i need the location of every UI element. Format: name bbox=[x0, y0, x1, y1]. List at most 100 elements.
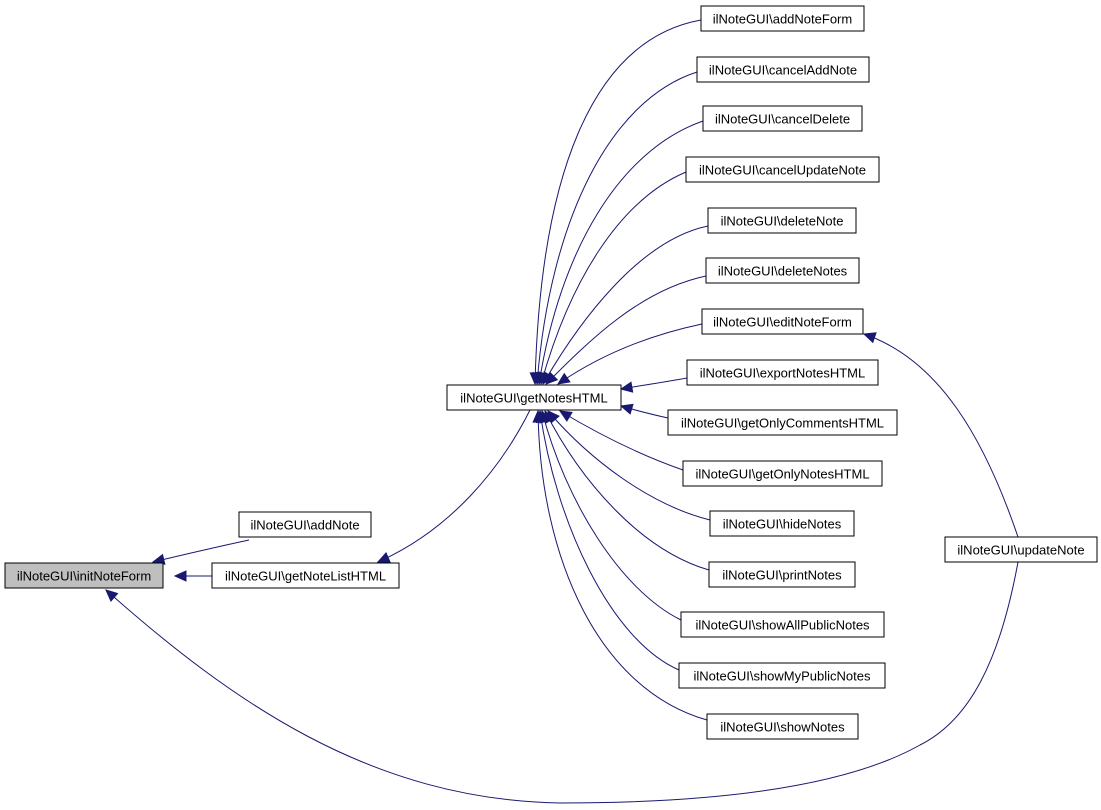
node-box bbox=[678, 662, 886, 689]
node-label: ilNoteGUI\hideNotes bbox=[723, 517, 842, 532]
node-label: ilNoteGUI\printNotes bbox=[722, 568, 842, 583]
node-box bbox=[682, 460, 883, 487]
arrowhead bbox=[557, 372, 571, 385]
node-label: ilNoteGUI\cancelDelete bbox=[715, 112, 850, 127]
node-label: ilNoteGUI\initNoteForm bbox=[17, 569, 151, 584]
node-box bbox=[708, 561, 856, 588]
node-label: ilNoteGUI\updateNote bbox=[957, 543, 1084, 558]
node-box bbox=[944, 536, 1098, 563]
node-exportNotesHTML[interactable]: ilNoteGUI\exportNotesHTML bbox=[686, 359, 879, 386]
arrowhead bbox=[105, 589, 119, 602]
edge-addNote-to-initNoteForm bbox=[151, 539, 250, 565]
edge-showAllPublicNotes-to-getNotesHTML bbox=[539, 409, 682, 621]
node-showNotes[interactable]: ilNoteGUI\showNotes bbox=[706, 713, 859, 740]
edge-line bbox=[537, 410, 708, 721]
edge-getNotesHTML-to-getNoteListHTML bbox=[376, 409, 531, 563]
node-box bbox=[211, 562, 400, 589]
edge-cancelDelete-to-getNotesHTML bbox=[535, 120, 704, 386]
arrowhead bbox=[173, 570, 187, 582]
arrowhead bbox=[862, 332, 877, 344]
edge-editNoteForm-to-getNotesHTML bbox=[557, 323, 703, 385]
node-box bbox=[709, 510, 855, 537]
edge-line bbox=[538, 120, 704, 385]
edge-line bbox=[534, 19, 702, 385]
node-label: ilNoteGUI\getNotesHTML bbox=[460, 391, 607, 406]
node-getNoteListHTML[interactable]: ilNoteGUI\getNoteListHTML bbox=[211, 562, 400, 589]
node-label: ilNoteGUI\cancelUpdateNote bbox=[699, 163, 866, 178]
edge-line bbox=[547, 410, 711, 521]
node-box bbox=[680, 611, 885, 638]
node-deleteNotes[interactable]: ilNoteGUI\deleteNotes bbox=[705, 257, 860, 284]
node-hideNotes[interactable]: ilNoteGUI\hideNotes bbox=[709, 510, 855, 537]
node-label: ilNoteGUI\showNotes bbox=[720, 720, 845, 735]
node-box bbox=[238, 511, 372, 538]
edge-line bbox=[105, 561, 1019, 804]
node-label: ilNoteGUI\getOnlyCommentsHTML bbox=[681, 416, 884, 431]
arrowhead bbox=[532, 409, 544, 423]
node-addNote[interactable]: ilNoteGUI\addNote bbox=[238, 511, 372, 538]
node-label: ilNoteGUI\cancelAddNote bbox=[709, 63, 857, 78]
arrowhead bbox=[545, 371, 559, 385]
node-getNotesHTML[interactable]: ilNoteGUI\getNotesHTML bbox=[446, 384, 622, 411]
edge-getOnlyNotesHTML-to-getNotesHTML bbox=[558, 410, 684, 471]
node-label: ilNoteGUI\addNoteForm bbox=[713, 12, 852, 27]
edge-deleteNote-to-getNotesHTML bbox=[542, 225, 709, 386]
edge-exportNotesHTML-to-getNotesHTML bbox=[619, 377, 688, 393]
edge-line bbox=[557, 323, 703, 385]
node-label: ilNoteGUI\getOnlyNotesHTML bbox=[695, 467, 869, 482]
node-box bbox=[700, 5, 865, 32]
node-box bbox=[685, 156, 880, 183]
node-label: ilNoteGUI\editNoteForm bbox=[713, 315, 852, 330]
node-printNotes[interactable]: ilNoteGUI\printNotes bbox=[708, 561, 856, 588]
node-cancelAddNote[interactable]: ilNoteGUI\cancelAddNote bbox=[696, 56, 870, 83]
edge-line bbox=[541, 410, 682, 621]
node-box bbox=[686, 359, 879, 386]
node-label: ilNoteGUI\addNote bbox=[250, 518, 359, 533]
node-editNoteForm[interactable]: ilNoteGUI\editNoteForm bbox=[701, 308, 864, 335]
node-cancelDelete[interactable]: ilNoteGUI\cancelDelete bbox=[702, 105, 863, 132]
node-label: ilNoteGUI\showAllPublicNotes bbox=[695, 618, 870, 633]
edge-getOnlyCommentsHTML-to-getNotesHTML bbox=[619, 403, 669, 419]
node-box bbox=[446, 384, 622, 411]
edge-updateNote-to-initNoteForm bbox=[105, 561, 1019, 804]
node-updateNote[interactable]: ilNoteGUI\updateNote bbox=[944, 536, 1098, 563]
node-box bbox=[696, 56, 870, 83]
edge-addNoteForm-to-getNotesHTML bbox=[529, 19, 702, 386]
node-cancelUpdateNote[interactable]: ilNoteGUI\cancelUpdateNote bbox=[685, 156, 880, 183]
node-initNoteForm[interactable]: ilNoteGUI\initNoteForm bbox=[4, 562, 164, 589]
node-box bbox=[705, 257, 860, 284]
node-box bbox=[4, 562, 164, 589]
edge-line bbox=[152, 539, 250, 563]
arrowhead bbox=[376, 552, 391, 563]
arrowhead bbox=[558, 410, 573, 422]
edge-line bbox=[377, 409, 531, 563]
edge-line bbox=[863, 333, 1019, 538]
edge-cancelUpdateNote-to-getNotesHTML bbox=[538, 171, 687, 386]
edges-layer bbox=[105, 19, 1019, 804]
node-box bbox=[701, 308, 864, 335]
node-deleteNote[interactable]: ilNoteGUI\deleteNote bbox=[707, 207, 857, 234]
node-getOnlyNotesHTML[interactable]: ilNoteGUI\getOnlyNotesHTML bbox=[682, 460, 883, 487]
node-label: ilNoteGUI\exportNotesHTML bbox=[700, 366, 865, 381]
edge-line bbox=[559, 410, 684, 471]
node-showAllPublicNotes[interactable]: ilNoteGUI\showAllPublicNotes bbox=[680, 611, 885, 638]
node-box bbox=[706, 713, 859, 740]
edge-line bbox=[539, 410, 680, 671]
edge-line bbox=[542, 225, 709, 385]
node-getOnlyCommentsHTML[interactable]: ilNoteGUI\getOnlyCommentsHTML bbox=[667, 409, 898, 436]
node-label: ilNoteGUI\getNoteListHTML bbox=[225, 569, 386, 584]
edge-showMyPublicNotes-to-getNotesHTML bbox=[535, 409, 680, 671]
nodes-layer: ilNoteGUI\initNoteForm ilNoteGUI\addNote i… bbox=[4, 5, 1098, 740]
node-showMyPublicNotes[interactable]: ilNoteGUI\showMyPublicNotes bbox=[678, 662, 886, 689]
node-label: ilNoteGUI\deleteNote bbox=[721, 214, 844, 229]
node-addNoteForm[interactable]: ilNoteGUI\addNoteForm bbox=[700, 5, 865, 32]
edge-getNoteListHTML-to-initNoteForm bbox=[173, 570, 212, 582]
node-box bbox=[667, 409, 898, 436]
node-label: ilNoteGUI\deleteNotes bbox=[718, 264, 848, 279]
edge-line bbox=[545, 275, 707, 385]
arrowhead bbox=[619, 403, 634, 415]
edge-showNotes-to-getNotesHTML bbox=[532, 409, 708, 721]
edge-deleteNotes-to-getNotesHTML bbox=[545, 275, 707, 385]
arrowhead bbox=[619, 381, 634, 393]
